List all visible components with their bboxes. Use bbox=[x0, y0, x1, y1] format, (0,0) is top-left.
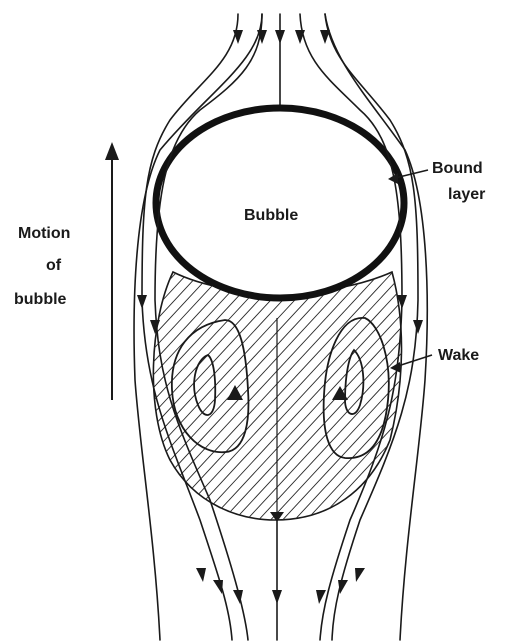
bubble-label: Bubble bbox=[244, 207, 298, 224]
bound-label-line2: layer bbox=[448, 186, 485, 203]
hatch-line bbox=[480, 260, 508, 540]
motion-arrow bbox=[105, 142, 119, 400]
motion-label-line1: Motion bbox=[18, 225, 70, 242]
wake-region bbox=[0, 260, 508, 540]
wake-label: Wake bbox=[438, 347, 479, 364]
flow-arrowheads-top bbox=[233, 30, 330, 44]
hatch-line bbox=[504, 260, 508, 540]
hatch-line bbox=[420, 260, 508, 540]
flow-arrowheads-bottom bbox=[196, 512, 365, 604]
motion-label-line3: bubble bbox=[14, 291, 67, 308]
hatch-line bbox=[444, 260, 508, 540]
bound-label-line1: Bound bbox=[432, 160, 483, 177]
hatch-line bbox=[456, 260, 508, 540]
hatch-line bbox=[0, 260, 8, 540]
hatch-line bbox=[468, 260, 508, 540]
bubble-outline bbox=[156, 108, 404, 298]
wake-leader bbox=[398, 355, 432, 366]
motion-label-line2: of bbox=[46, 257, 62, 274]
hatch-line bbox=[492, 260, 508, 540]
hatch-line bbox=[432, 260, 508, 540]
